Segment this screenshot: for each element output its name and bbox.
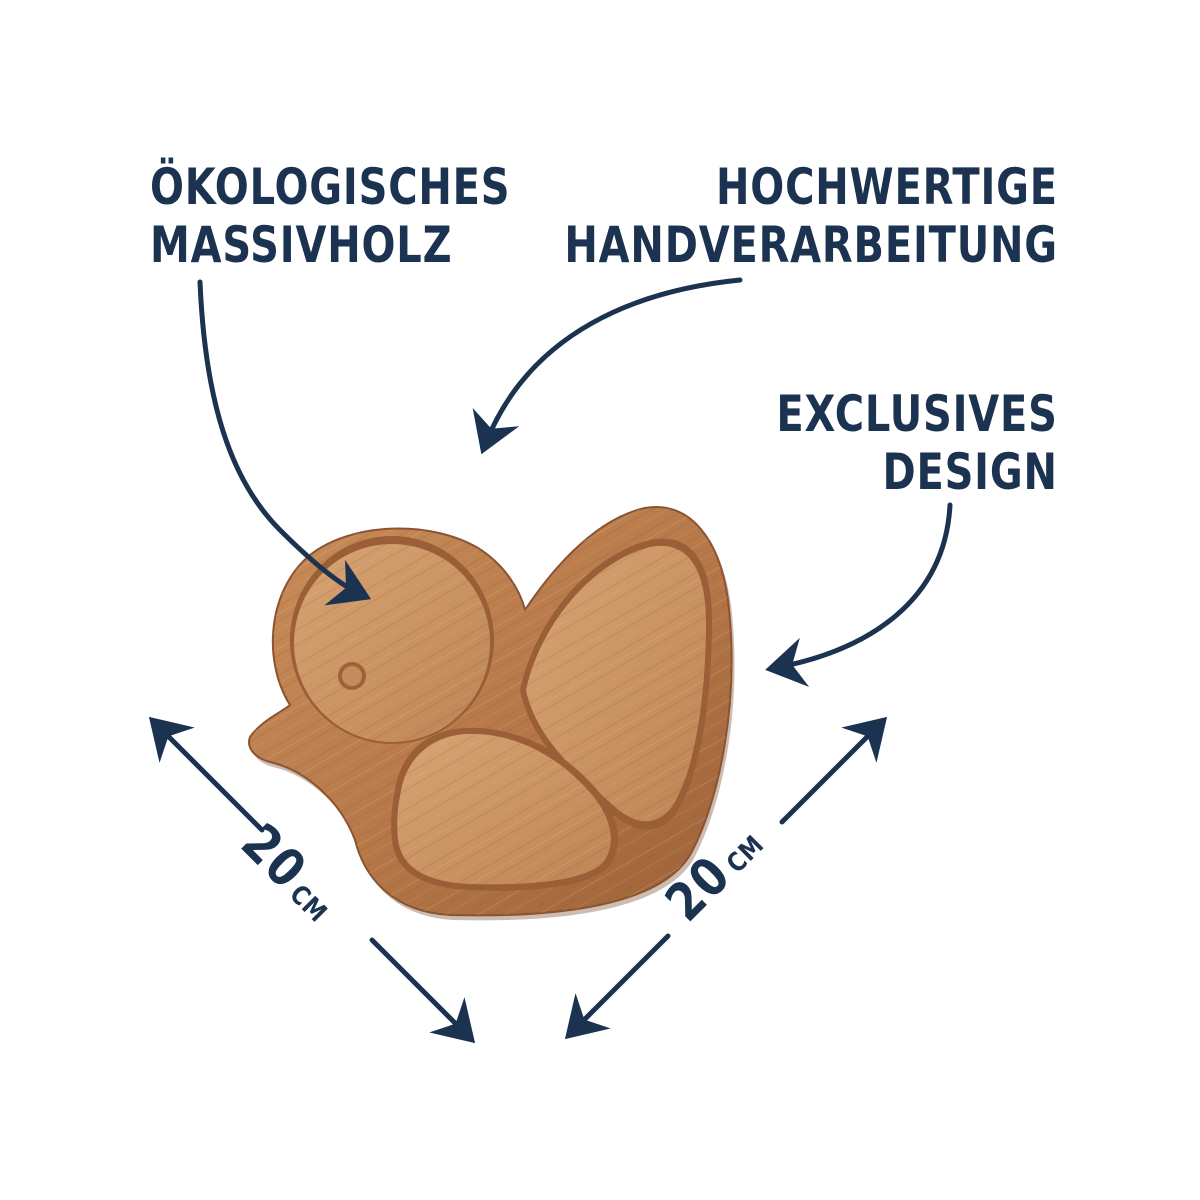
label-handcrafted-line2: HANDVERARBEITUNG	[564, 216, 1058, 274]
duck-plate	[248, 505, 735, 921]
label-exclusive-line1: EXCLUSIVES	[776, 385, 1058, 443]
label-ecological-line1: ÖKOLOGISCHES	[150, 158, 511, 216]
body-compartment	[391, 727, 619, 891]
dimension-left-arrow-lower-icon	[369, 937, 476, 1044]
label-exclusive-design: EXCLUSIVES DESIGN	[777, 385, 1058, 501]
label-handcrafted: HOCHWERTIGE HANDVERARBEITUNG	[564, 158, 1058, 274]
dimension-right-arrow-upper-icon	[779, 716, 888, 825]
label-exclusive-line2: DESIGN	[882, 443, 1058, 501]
dimension-right-arrow-lower-icon	[564, 933, 671, 1040]
arrow-ecological-icon	[197, 279, 372, 606]
arrow-exclusive-icon	[765, 502, 953, 687]
arrow-handcrafted-icon	[472, 277, 743, 455]
label-handcrafted-line1: HOCHWERTIGE	[716, 158, 1058, 216]
label-ecological-line2: MASSIVHOLZ	[150, 216, 453, 274]
label-ecological-wood: ÖKOLOGISCHES MASSIVHOLZ	[150, 158, 510, 274]
duck-eye	[338, 662, 366, 690]
wing-compartment	[520, 538, 712, 830]
dimension-left-arrow-upper-icon	[148, 716, 265, 833]
